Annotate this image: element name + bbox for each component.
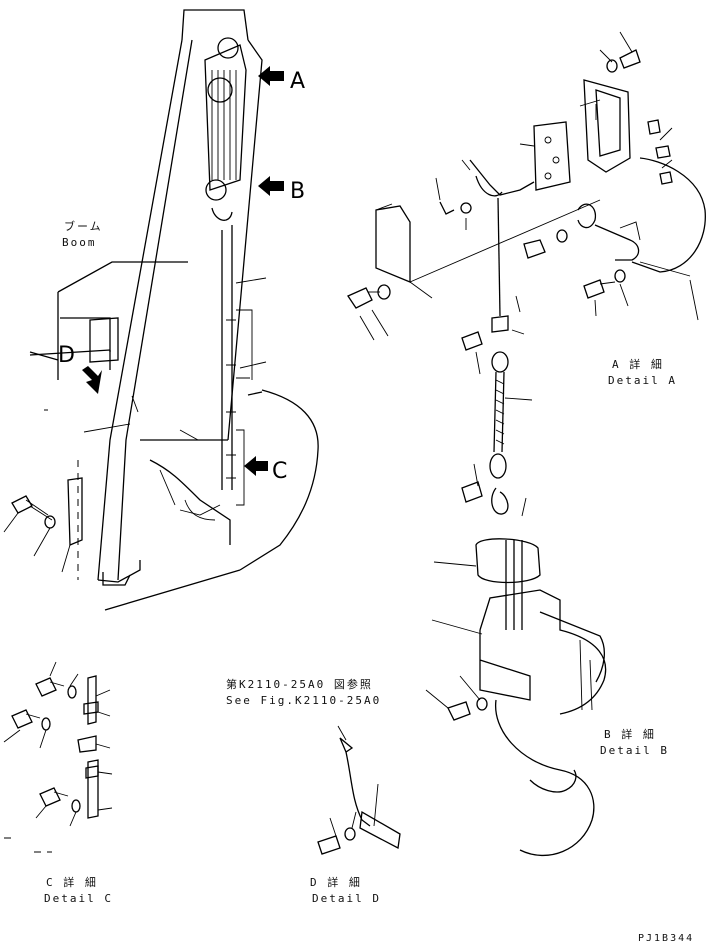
detail-c-label-ja: C 詳 細: [46, 876, 98, 889]
arrow-c-label: C: [272, 459, 288, 484]
arrow-b-icon: [258, 176, 284, 196]
detail-d-label-en: Detail D: [312, 892, 381, 905]
detail-b-label-en: Detail B: [600, 744, 669, 757]
detail-c-parts: [3, 661, 113, 853]
boom-leader-lines: [83, 277, 267, 441]
detail-a-assembly: [347, 31, 706, 341]
detail-b-label-ja: B 詳 細: [604, 728, 656, 741]
arrow-b-label: B: [290, 179, 306, 204]
see-figure-label-en: See Fig.K2110-25A0: [226, 694, 382, 707]
detail-d-label-ja: D 詳 細: [310, 876, 362, 889]
cab-outline: [29, 261, 319, 611]
boom-label-ja: ブーム: [64, 220, 103, 233]
see-figure-label-ja: 第K2110-25A0 図参照: [226, 678, 373, 691]
detail-d-parts: [317, 725, 401, 855]
detail-b-hook: [425, 497, 607, 857]
wire-rope: [461, 295, 533, 515]
boom-bracket-parts: [3, 477, 83, 573]
drawing-code: PJ1B344: [638, 933, 695, 944]
arrow-d-icon: [82, 366, 102, 394]
detail-c-label-en: Detail C: [44, 892, 113, 905]
arrow-d-label: D: [58, 343, 75, 368]
arrow-c-icon: [244, 456, 268, 476]
boom: [97, 9, 263, 586]
arrow-a-label: A: [290, 69, 306, 94]
detail-a-label-ja: A 詳 細: [612, 358, 664, 371]
hoist-block: [204, 37, 253, 506]
boom-label-en: Boom: [62, 236, 97, 249]
arrow-a-icon: [258, 66, 284, 86]
detail-a-label-en: Detail A: [608, 374, 677, 387]
